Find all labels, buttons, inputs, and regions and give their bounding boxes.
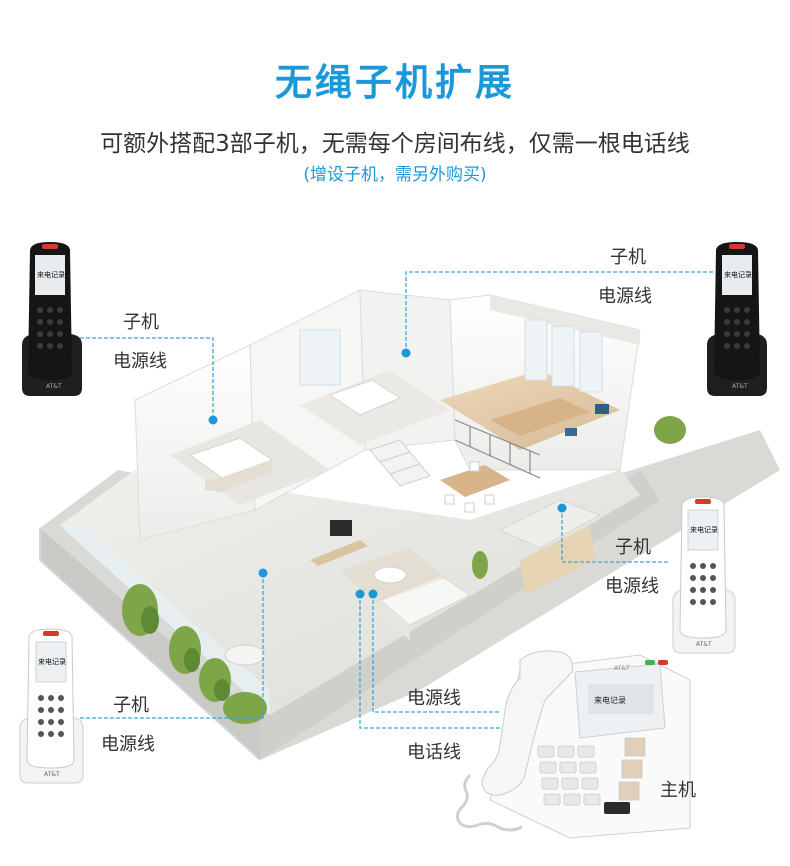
base-screen-call-log: 来电记录 bbox=[594, 695, 626, 705]
label-power-right-mid: 电源线 bbox=[605, 576, 659, 597]
label-power-right-top: 电源线 bbox=[598, 286, 652, 307]
page-subtitle: 可额外搭配3部子机，无需每个房间布线，仅需一根电话线 bbox=[100, 131, 690, 157]
desk-phone-icon: 来电记录 AT&T bbox=[455, 650, 691, 839]
screen-call-log: 来电记录 bbox=[724, 270, 752, 279]
label-base: 主机 bbox=[660, 780, 696, 801]
handset-brand-2: AT&T bbox=[732, 383, 748, 390]
connection-dots bbox=[208, 348, 567, 599]
label-handset-left-top: 子机 bbox=[123, 312, 159, 333]
purchase-note: (增设子机，需另外购买) bbox=[303, 165, 487, 185]
screen-call-log: 来电记录 bbox=[37, 270, 65, 279]
cordless-handset-icon: 来电记录 AT&T bbox=[19, 628, 84, 784]
screen-call-log: 来电记录 bbox=[38, 657, 66, 666]
base-brand: AT&T bbox=[614, 665, 630, 672]
label-handset-right-mid: 子机 bbox=[615, 537, 651, 558]
connection-lines bbox=[78, 271, 713, 729]
label-phone-line: 电话线 bbox=[407, 742, 461, 763]
screen-call-log: 来电记录 bbox=[690, 525, 718, 534]
label-power-left-top: 电源线 bbox=[113, 351, 167, 372]
handset-brand-3: AT&T bbox=[696, 641, 712, 648]
cordless-handset-icon: 来电记录 AT&T bbox=[672, 496, 736, 654]
page-title: 无绳子机扩展 bbox=[275, 61, 515, 104]
cordless-handset-icon: 来电记录 AT&T bbox=[22, 242, 82, 396]
house-floorplan-illustration bbox=[39, 289, 780, 761]
label-power-left-bottom: 电源线 bbox=[101, 734, 155, 755]
cordless-handset-icon: 来电记录 AT&T bbox=[707, 242, 767, 396]
label-handset-left-bottom: 子机 bbox=[113, 695, 149, 716]
label-handset-right-top: 子机 bbox=[610, 247, 646, 268]
handset-brand-1: AT&T bbox=[46, 383, 62, 390]
handset-brand-4: AT&T bbox=[44, 771, 60, 778]
label-power-base: 电源线 bbox=[407, 688, 461, 709]
